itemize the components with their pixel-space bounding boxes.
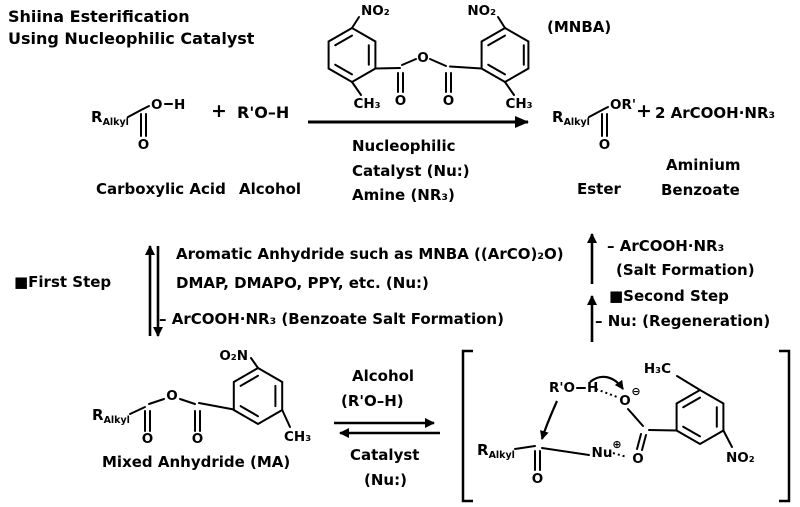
mnba-bonds xyxy=(327,16,530,96)
condition-line-3: Amine (NR₃) xyxy=(352,186,455,204)
nitro-group-left: NO₂ xyxy=(361,3,390,19)
transition-state-structure: R'O H H₃C NO₂ O ⊖ O Nu ⊕ RAlkyl O xyxy=(461,349,791,503)
hydrogen-bond-dotted-line xyxy=(595,388,618,398)
ester-caption: Ester xyxy=(577,180,621,198)
alcohol-formula: R'O–H xyxy=(237,103,290,122)
ts-nitro-group: NO₂ xyxy=(726,450,755,466)
carboxylic-acid-structure: RAlkyl O H O xyxy=(91,97,185,153)
ts-acyl-oxygen: O xyxy=(532,471,543,487)
equilibrium-alcohol-label: Alcohol xyxy=(352,367,415,385)
right-bracket xyxy=(779,349,791,503)
ester-structure: RAlkyl OR' O xyxy=(552,97,636,153)
ts-methyl-group: H₃C xyxy=(644,361,671,377)
ma-carbonyl-oxygen-right: O xyxy=(192,431,203,447)
ester-r-group: RAlkyl xyxy=(552,108,590,128)
nitro-group-right: NO₂ xyxy=(467,3,496,19)
plus-sign-right: + xyxy=(636,100,652,122)
mnba-label: (MNBA) xyxy=(547,18,612,36)
byproduct-caption-line-2: Benzoate xyxy=(661,181,740,199)
acid-hydroxyl-hydrogen: H xyxy=(174,97,185,113)
mixed-anhydride-bonds xyxy=(129,357,291,432)
condition-line-2: Catalyst (Nu:) xyxy=(352,161,470,180)
acid-carbonyl-oxygen: O xyxy=(138,137,149,153)
acid-r-group: RAlkyl xyxy=(91,108,129,128)
ester-or-group: OR' xyxy=(610,97,636,113)
ma-r-group: RAlkyl xyxy=(92,406,130,426)
ts-alcohol-hydrogen: H xyxy=(587,380,598,396)
minus-charge-icon: ⊖ xyxy=(631,385,640,398)
mnba-structure: NO₂ NO₂ CH₃ CH₃ O O O xyxy=(327,3,533,112)
title-line-1: Shiina Esterification xyxy=(8,7,190,26)
equilibrium-alcohol-formula: (R'O–H) xyxy=(341,392,404,410)
benzene-ring xyxy=(675,388,725,446)
transition-state-bonds xyxy=(514,375,733,471)
mixed-anhydride-caption: Mixed Anhydride (MA) xyxy=(102,453,291,471)
acid-caption: Carboxylic Acid xyxy=(96,180,226,198)
ma-methyl-group: CH₃ xyxy=(284,429,311,445)
salt-formation-line-2: (Salt Formation) xyxy=(616,261,755,279)
ester-bonds xyxy=(588,106,609,137)
ma-carbonyl-oxygen-left: O xyxy=(142,431,153,447)
first-step-line-1: Aromatic Anhydride such as MNBA ((ArCO)₂… xyxy=(176,245,564,263)
condition-line-1: Nucleophilic xyxy=(352,137,456,155)
byproduct-caption-line-1: Aminium xyxy=(666,156,741,174)
ts-benzoate-oxygen-minus: O xyxy=(619,393,630,409)
equilibrium-catalyst-label: Catalyst xyxy=(350,446,420,464)
nu-oxygen-dotted-line xyxy=(612,452,628,458)
second-step-regeneration: – Nu: (Regeneration) xyxy=(595,312,771,330)
salt-formation-line-1: – ArCOOH·NR₃ xyxy=(607,237,725,255)
byproduct-formula: 2 ArCOOH·NR₃ xyxy=(655,104,776,122)
first-step-equilibrium-arrows xyxy=(145,245,163,337)
first-step-label: ■First Step xyxy=(14,273,112,291)
ts-benzoate-oxygen: O xyxy=(632,451,643,467)
title-line-2: Using Nucleophilic Catalyst xyxy=(8,29,255,48)
left-bracket xyxy=(461,349,473,503)
first-step-line-3: – ArCOOH·NR₃ (Benzoate Salt Formation) xyxy=(159,310,504,328)
benzene-ring xyxy=(232,366,284,426)
plus-charge-icon: ⊕ xyxy=(612,438,621,451)
ma-nitro-group: O₂N xyxy=(219,348,248,364)
ts-alcohol-ro: R'O xyxy=(549,380,575,396)
methyl-group-right: CH₃ xyxy=(505,96,532,112)
scheme-title: Shiina Esterification Using Nucleophilic… xyxy=(8,6,254,50)
center-equilibrium-arrows xyxy=(334,418,440,438)
ts-r-group: RAlkyl xyxy=(477,441,515,461)
ma-anhydride-oxygen: O xyxy=(166,388,177,404)
mixed-anhydride-structure: RAlkyl O₂N CH₃ O O O xyxy=(92,348,311,447)
reaction-conditions: Nucleophilic Catalyst (Nu:) Amine (NR₃) xyxy=(352,134,470,208)
ester-carbonyl-oxygen: O xyxy=(599,137,610,153)
curved-arrow-alkoxide-attack xyxy=(539,400,559,440)
first-step-line-2: DMAP, DMAPO, PPY, etc. (Nu:) xyxy=(176,274,429,292)
acid-bonds xyxy=(127,103,173,137)
equilibrium-catalyst-formula: (Nu:) xyxy=(364,471,407,489)
ts-nucleophile: Nu xyxy=(592,445,613,461)
acid-hydroxyl-oxygen: O xyxy=(151,97,162,113)
carbonyl-oxygen-left: O xyxy=(395,93,406,109)
methyl-group-left: CH₃ xyxy=(353,96,380,112)
second-step-label: ■Second Step xyxy=(609,287,729,305)
plus-sign-left: + xyxy=(211,100,227,122)
anhydride-oxygen: O xyxy=(417,50,428,66)
alcohol-caption: Alcohol xyxy=(239,180,302,198)
curved-arrow-proton-transfer xyxy=(589,375,624,390)
carbonyl-oxygen-right: O xyxy=(443,93,454,109)
